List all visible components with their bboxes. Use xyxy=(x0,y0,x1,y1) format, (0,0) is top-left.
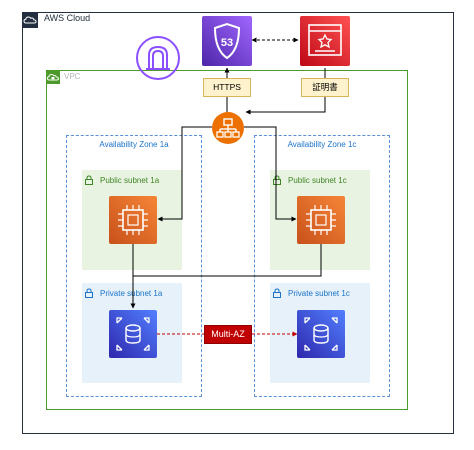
load-balancer-icon xyxy=(211,111,245,145)
vpc-title: VPC xyxy=(64,72,81,81)
private-subnet-1a-label: Private subnet 1a xyxy=(100,289,163,298)
route53-number: 53 xyxy=(221,37,233,49)
aws-cloud-icon xyxy=(22,12,38,28)
public-subnet-lock-icon xyxy=(272,172,282,185)
private-subnet-lock-icon xyxy=(84,285,94,298)
aws-cloud-group xyxy=(22,12,454,434)
ec2-instance-icon xyxy=(109,196,157,244)
availability-zone-1a-title: Availability Zone 1a xyxy=(99,140,169,149)
availability-zone-1c-title: Availability Zone 1c xyxy=(287,140,357,149)
internet-gateway-icon xyxy=(135,35,181,81)
https-label: HTTPS xyxy=(203,78,251,97)
public-subnet-1a-label: Public subnet 1a xyxy=(100,176,160,185)
public-subnet-1c-label: Public subnet 1c xyxy=(288,176,347,185)
rds-database-icon xyxy=(109,310,157,358)
vpc-cloud-icon xyxy=(46,70,60,84)
private-subnet-lock-icon xyxy=(272,285,282,298)
public-subnet-lock-icon xyxy=(84,172,94,185)
private-subnet-1c-label: Private subnet 1c xyxy=(288,289,350,298)
multi-az-label: Multi-AZ xyxy=(204,325,252,344)
certificate-label: 証明書 xyxy=(301,78,349,97)
route53-icon: 53 xyxy=(202,16,252,66)
ec2-instance-icon xyxy=(297,196,345,244)
aws-cloud-title: AWS Cloud xyxy=(44,13,91,23)
certificate-manager-icon xyxy=(300,16,350,66)
rds-database-icon xyxy=(297,310,345,358)
